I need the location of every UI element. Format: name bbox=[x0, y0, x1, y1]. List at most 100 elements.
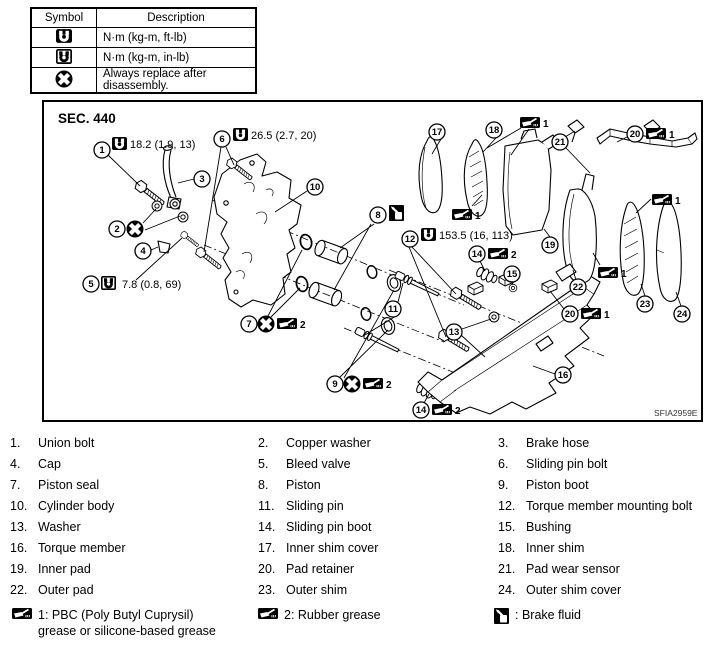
callout-16: 16 bbox=[554, 366, 572, 384]
description-column-header: Description bbox=[96, 7, 257, 28]
part-piston-seal bbox=[297, 232, 315, 252]
svg-text:3: 3 bbox=[199, 174, 204, 185]
svg-text:24: 24 bbox=[677, 309, 688, 320]
replace-icon bbox=[258, 316, 275, 333]
svg-text:7: 7 bbox=[246, 319, 251, 330]
svg-text:23: 23 bbox=[640, 299, 651, 310]
list-item: 16.Torque member bbox=[10, 541, 126, 555]
grease2-legend: 2: Rubber grease bbox=[257, 607, 458, 623]
list-item: 1.Union bolt bbox=[10, 436, 95, 450]
svg-text:2: 2 bbox=[114, 224, 119, 235]
torque-ftlb-icon bbox=[112, 137, 127, 150]
callout-11: 11 bbox=[384, 300, 402, 318]
list-item: 8.Piston bbox=[258, 478, 321, 492]
part-washer bbox=[488, 311, 500, 323]
grease-icon bbox=[431, 403, 453, 416]
callout-1: 1 bbox=[93, 141, 111, 159]
part-piston-boot-ring bbox=[359, 305, 373, 323]
grease-icon bbox=[451, 208, 473, 221]
brake-fluid-icon bbox=[492, 606, 511, 626]
svg-text:18: 18 bbox=[489, 125, 500, 136]
list-item: 2.Copper washer bbox=[258, 436, 371, 450]
list-item: 24.Outer shim cover bbox=[498, 583, 622, 597]
brake-fluid-legend-text: : Brake fluid bbox=[515, 608, 582, 622]
list-item: 14.Sliding pin boot bbox=[258, 520, 372, 534]
grease-number: 1 bbox=[675, 196, 681, 207]
list-item: 15.Bushing bbox=[498, 520, 572, 534]
callout-8: 8 bbox=[369, 206, 387, 224]
callout-23: 23 bbox=[636, 295, 654, 313]
callout-7: 7 bbox=[240, 315, 258, 333]
callout-19: 19 bbox=[541, 236, 559, 254]
callout-12: 12 bbox=[401, 230, 419, 248]
part-inner-pad bbox=[502, 128, 559, 236]
part-copper-washer bbox=[151, 200, 163, 212]
list-item: 6.Sliding pin bolt bbox=[498, 457, 608, 471]
svg-text:11: 11 bbox=[388, 304, 399, 315]
torque-ftlb-icon bbox=[233, 128, 248, 141]
part-piston-seal bbox=[293, 274, 311, 294]
center-lines bbox=[203, 199, 605, 401]
part-bushing bbox=[508, 283, 518, 293]
grease-number: 2 bbox=[455, 406, 461, 417]
leader-lines bbox=[107, 127, 682, 404]
part-outer-pad bbox=[555, 173, 597, 284]
symbol-legend-table: Symbol Description N·m (kg-m, ft-lb) N·m… bbox=[30, 7, 257, 94]
callout-6: 6 bbox=[213, 130, 231, 148]
callout-24: 24 bbox=[673, 305, 691, 323]
callout-3: 3 bbox=[193, 170, 211, 188]
grease-icon bbox=[487, 247, 509, 260]
brake-fluid-legend: : Brake fluid bbox=[492, 606, 674, 626]
svg-text:12: 12 bbox=[405, 234, 416, 245]
callout-9: 9 bbox=[326, 375, 344, 393]
grease-number: 1 bbox=[604, 310, 610, 321]
list-item: 5.Bleed valve bbox=[258, 457, 351, 471]
list-item: 18.Inner shim bbox=[498, 541, 585, 555]
grease-number: 1 bbox=[669, 130, 675, 141]
torque-ftlb-icon bbox=[30, 27, 97, 48]
grease-icon bbox=[651, 193, 673, 206]
grease-icon bbox=[276, 317, 298, 330]
svg-text:6: 6 bbox=[219, 134, 224, 145]
grease-icon bbox=[645, 127, 667, 140]
parts-list-column-3: 3.Brake hose 6.Sliding pin bolt 9.Piston… bbox=[498, 433, 713, 601]
svg-text:14: 14 bbox=[472, 249, 483, 260]
callout-18: 18 bbox=[485, 121, 503, 139]
callout-20: 20 bbox=[626, 125, 644, 143]
callout-22: 22 bbox=[569, 278, 587, 296]
grease-icon bbox=[257, 607, 279, 620]
list-item: 23.Outer shim bbox=[258, 583, 348, 597]
callout-14: 14 bbox=[468, 245, 486, 263]
replace-icon bbox=[127, 221, 144, 238]
grease-number: 2 bbox=[386, 380, 392, 391]
svg-text:8: 8 bbox=[375, 210, 380, 221]
svg-text:15: 15 bbox=[507, 269, 518, 280]
list-item: 21.Pad wear sensor bbox=[498, 562, 620, 576]
torque-value-torque-member-bolt: 153.5 (16, 113) bbox=[439, 230, 513, 242]
svg-text:10: 10 bbox=[310, 182, 321, 193]
figure-code: SFIA2959E bbox=[654, 408, 698, 418]
part-cylinder-body bbox=[213, 153, 302, 308]
symbol-description: Always replace after disassembly. bbox=[96, 67, 257, 94]
list-item: 20.Pad retainer bbox=[258, 562, 355, 576]
list-item: 9.Piston boot bbox=[498, 478, 589, 492]
svg-text:4: 4 bbox=[140, 246, 146, 257]
part-sliding-pin-bolt bbox=[193, 245, 224, 272]
torque-value-sliding-pin-bolt: 26.5 (2.7, 20) bbox=[251, 130, 316, 142]
callout-21: 21 bbox=[551, 133, 569, 151]
part-bleed-valve bbox=[179, 230, 201, 249]
symbol-description: N·m (kg-m, in-lb) bbox=[96, 47, 257, 68]
list-item: 4.Cap bbox=[10, 457, 61, 471]
section-label: SEC. 440 bbox=[58, 111, 116, 126]
part-retainer-clip bbox=[467, 281, 484, 296]
torque-value-union-bolt: 18.2 (1.9, 13) bbox=[130, 139, 195, 151]
grease-number: 1 bbox=[475, 211, 481, 222]
part-piston-boot-ring bbox=[365, 263, 379, 281]
list-item: 11.Sliding pin bbox=[258, 499, 344, 513]
grease1-legend-text: 1: PBC (Poly Butyl Cuprysil) grease or s… bbox=[38, 608, 216, 638]
parts-list-column-2: 2.Copper washer 5.Bleed valve 8.Piston 1… bbox=[258, 433, 494, 601]
callout-2: 2 bbox=[108, 220, 126, 238]
part-copper-washer bbox=[177, 211, 189, 223]
svg-text:20: 20 bbox=[630, 129, 641, 140]
